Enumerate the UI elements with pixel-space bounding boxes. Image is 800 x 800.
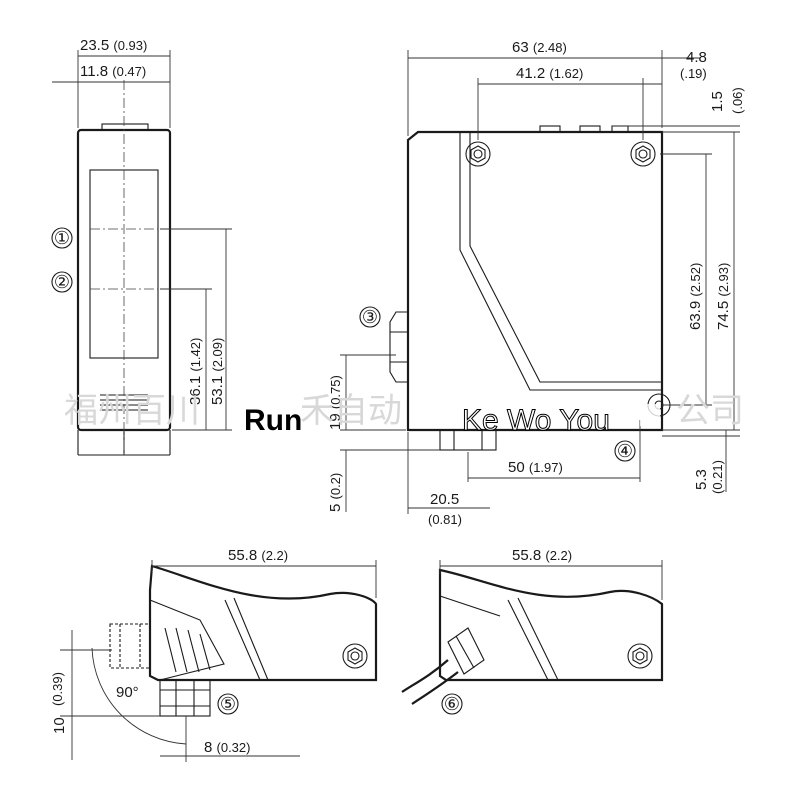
dim-63-in: (2.48) — [533, 40, 567, 55]
mount-hole-top-right — [630, 141, 656, 167]
dim-1-5: 1.5 — [709, 91, 726, 112]
callout-3: ③ — [362, 307, 378, 328]
callout-5: ⑤ — [220, 694, 236, 715]
watermark-kewoyou: Ke Wo You — [462, 404, 610, 437]
side-view: ③ 63 (2.48) 41.2 (1.62) 4.8 (.19) 1.5 (.… — [327, 39, 745, 527]
dim-23-5: 23.5 — [80, 37, 109, 54]
dim-20-5: 20.5 — [430, 491, 459, 508]
callout-4: ④ — [617, 441, 633, 462]
svg-text:36.1 (1.42): 36.1 (1.42) — [187, 338, 204, 405]
dim-11-8: 11.8 — [80, 63, 108, 80]
dim-10-in: (0.39) — [50, 672, 65, 706]
dim-63: 63 — [512, 39, 529, 56]
dim-63-9-in: (2.52) — [688, 263, 703, 297]
mount-hole-top-left — [465, 141, 491, 167]
dim-50-in: (1.97) — [529, 460, 563, 475]
dim-41-2: 41.2 — [516, 65, 545, 82]
front-view: 23.5 (0.93) 11.8 (0.47) 36.1 (1.42) 53.1… — [51, 37, 232, 456]
svg-text:1.5: 1.5 — [709, 91, 726, 112]
dim-11-8-in: (0.47) — [112, 64, 146, 79]
dim-5-in: (0.2) — [328, 473, 343, 500]
dim-20-5-in: (0.81) — [428, 512, 462, 527]
watermark: 福州百川 Run 禾自动 Ke Wo You 公司 — [64, 391, 744, 438]
svg-text:4.8: 4.8 — [686, 49, 707, 66]
svg-text:5.3: 5.3 — [693, 469, 710, 490]
svg-text:63 (2.48): 63 (2.48) — [512, 39, 567, 56]
svg-text:74.5 (2.93): 74.5 (2.93) — [715, 263, 732, 330]
svg-text:19 (0.75): 19 (0.75) — [327, 375, 344, 430]
dim-55-8-a: 55.8 — [228, 547, 257, 564]
svg-text:10: 10 — [51, 717, 68, 734]
callout-1: ① — [54, 228, 70, 249]
svg-text:50 (1.97): 50 (1.97) — [508, 459, 563, 476]
callout-6: ⑥ — [444, 694, 460, 715]
dim-63-9: 63.9 — [687, 301, 704, 330]
dim-10: 10 — [51, 717, 68, 734]
dim-4-8: 4.8 — [686, 49, 707, 66]
dim-74-5: 74.5 — [715, 301, 732, 330]
dim-23-5-in: (0.93) — [113, 38, 147, 53]
dim-55-8-a-in: (2.2) — [261, 548, 288, 563]
dim-41-2-in: (1.62) — [549, 66, 583, 81]
dim-36-1: 36.1 — [187, 376, 204, 405]
dim-1-5-in: (.06) — [730, 87, 745, 114]
svg-text:55.8 (2.2): 55.8 (2.2) — [228, 547, 288, 564]
dim-19-in: (0.75) — [328, 375, 343, 409]
cable-view: 55.8 (2.2) ⑥ — [401, 547, 664, 715]
svg-text:8 (0.32): 8 (0.32) — [204, 739, 250, 756]
dim-53-1-in: (2.09) — [210, 338, 225, 372]
dim-50: 50 — [508, 459, 525, 476]
dim-5-3-in: (0.21) — [710, 460, 725, 494]
watermark-faint-right: 公司 — [676, 391, 744, 431]
dim-8-in: (0.32) — [217, 740, 251, 755]
dim-55-8-b: 55.8 — [512, 547, 541, 564]
svg-text:41.2 (1.62): 41.2 (1.62) — [516, 65, 583, 82]
mount-hole-cable — [627, 643, 653, 669]
svg-text:23.5 (0.93): 23.5 (0.93) — [80, 37, 147, 54]
dim-5: 5 — [327, 504, 344, 512]
dim-74-5-in: (2.93) — [716, 263, 731, 297]
dim-5-3: 5.3 — [693, 469, 710, 490]
dim-53-1: 53.1 — [209, 376, 226, 405]
mount-hole-connector — [342, 643, 368, 669]
dim-55-8-b-in: (2.2) — [545, 548, 572, 563]
svg-text:5 (0.2): 5 (0.2) — [327, 473, 344, 512]
dim-19: 19 — [327, 413, 344, 430]
watermark-faint-left: 福州百川 — [64, 391, 200, 431]
svg-text:55.8 (2.2): 55.8 (2.2) — [512, 547, 572, 564]
dim-36-1-in: (1.42) — [188, 338, 203, 372]
svg-text:53.1 (2.09): 53.1 (2.09) — [209, 338, 226, 405]
dim-8: 8 — [204, 739, 212, 756]
callout-2: ② — [54, 272, 70, 293]
dim-4-8-in: (.19) — [680, 66, 707, 81]
watermark-run: Run — [244, 404, 302, 437]
connector-view: 90° 55.8 (2.2) 10 (0.39) 8 (0.32) ⑤ — [50, 547, 378, 762]
watermark-faint-mid: 禾自动 — [300, 391, 402, 431]
dim-90: 90° — [116, 684, 139, 701]
connector-fins — [164, 627, 211, 673]
svg-text:63.9 (2.52): 63.9 (2.52) — [687, 263, 704, 330]
svg-text:11.8 (0.47): 11.8 (0.47) — [80, 63, 146, 80]
